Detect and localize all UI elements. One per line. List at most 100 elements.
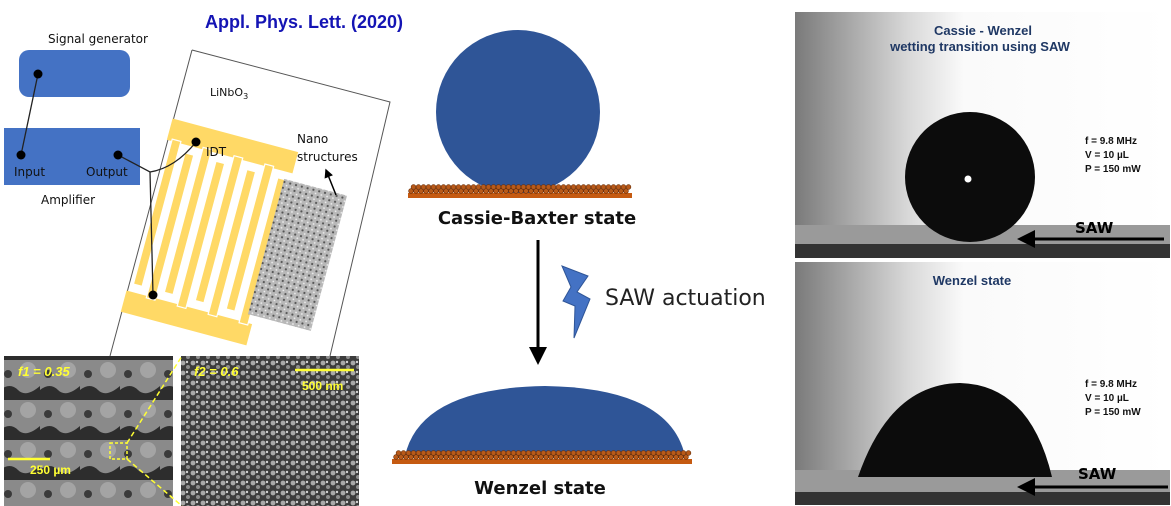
substrate-particle [650,450,657,456]
nano-label-line1: Nano [297,132,328,146]
photo-bottom-power: P = 150 mW [1085,407,1141,418]
substrate-particle [575,184,582,190]
substrate-particle [450,184,457,190]
photo-bottom-volume: V = 10 µL [1085,393,1129,404]
input-label: Input [14,165,45,179]
substrate-label: LiNbO3 [210,86,248,101]
zoom-region-box [109,442,128,460]
photo-top-saw-label: SAW [1075,219,1114,237]
substrate-particle [400,450,407,456]
substrate-particle [570,450,577,456]
sem-left-label: f1 = 0.35 [18,364,70,379]
substrate-particle [530,450,537,456]
substrate-particle [535,450,542,456]
wenzel-particles [393,450,692,460]
cassie-particles [408,184,632,194]
substrate-particle [470,184,477,190]
substrate-particle [530,184,537,190]
cassie-droplet [436,30,600,194]
substrate-particle [570,184,577,190]
substrate-particle [620,450,627,456]
amplifier-label: Amplifier [41,193,95,207]
substrate-particle [600,450,607,456]
substrate-particle [490,450,497,456]
substrate-particle [640,450,647,456]
sem-left-scale: 250 µm [30,463,71,477]
photo-top-frequency: f = 9.8 MHz [1085,136,1137,147]
substrate-particle [415,450,422,456]
wenzel-label: Wenzel state [474,478,606,499]
substrate-particle [555,184,562,190]
sem-images: f1 = 0.35 250 µm f2 = 0.6 500 nm [4,355,359,506]
cassie-label: Cassie-Baxter state [438,208,636,229]
photo-top-title-1: Cassie - Wenzel [934,23,1032,38]
substrate-particle [500,184,507,190]
wenzel-substrate [392,459,692,464]
substrate-particle [465,450,472,456]
substrate-particle [455,184,462,190]
substrate-particle [605,450,612,456]
nano-label-line2: structures [297,150,358,164]
substrate-particle [485,450,492,456]
substrate-particle [585,184,592,190]
substrate-particle [435,450,442,456]
substrate-particle [600,184,607,190]
journal-title: Appl. Phys. Lett. (2020) [205,12,403,32]
substrate-particle [470,450,477,456]
substrate-particle [445,450,452,456]
substrate-particle [615,450,622,456]
substrate-particle [565,450,572,456]
lightning-icon [561,265,591,339]
substrate-particle [415,184,422,190]
substrate-particle [595,450,602,456]
substrate-particle [645,450,652,456]
output-label: Output [86,165,128,179]
substrate-particle [540,184,547,190]
actuation-label: SAW actuation [605,286,766,311]
substrate-particle [420,184,427,190]
wetting-schematic: Cassie-Baxter state SAW actuation Wenzel… [392,30,766,499]
substrate-particle [395,450,402,456]
substrate-particle [520,184,527,190]
substrate-particle [655,450,662,456]
substrate-particle [510,450,517,456]
substrate-particle [505,450,512,456]
substrate-particle [420,450,427,456]
substrate-particle [475,184,482,190]
substrate-particle [560,450,567,456]
substrate-particle [610,450,617,456]
wires [20,73,197,296]
photo-bottom-saw-label: SAW [1078,465,1117,483]
wenzel-droplet [405,386,685,456]
substrate-particle [550,450,557,456]
substrate-particle [560,184,567,190]
substrate-particle [480,184,487,190]
idt-label: IDT [206,145,227,159]
substrate-particle [545,184,552,190]
signal-generator-box [19,50,130,97]
photo-cassie-wenzel: Cassie - Wenzel wetting transition using… [795,12,1170,258]
substrate-particle [580,184,587,190]
substrate-particle [505,184,512,190]
droplet-spread [858,383,1052,477]
photo-top-title-2: wetting transition using SAW [889,39,1071,54]
substrate-particle [555,450,562,456]
substrate-particle [545,450,552,456]
substrate-particle [683,454,689,460]
substrate-particle [635,450,642,456]
photo-bottom-title: Wenzel state [933,273,1012,288]
photo-wenzel: Wenzel state f = 9.8 MHz V = 10 µL P = 1… [795,262,1170,505]
substrate-particle [475,450,482,456]
setup-schematic: Signal generator Input Output Amplifier … [4,32,391,357]
nano-pointer-arrow [324,168,337,196]
sem-image-low-mag [4,356,173,506]
substrate-particle [625,450,632,456]
sem-right-scale: 500 nm [302,379,343,393]
substrate-particle [525,450,532,456]
substrate-particle [495,184,502,190]
substrate-particle [575,450,582,456]
substrate-particle [455,450,462,456]
substrate-particle [565,184,572,190]
substrate-particle [540,450,547,456]
